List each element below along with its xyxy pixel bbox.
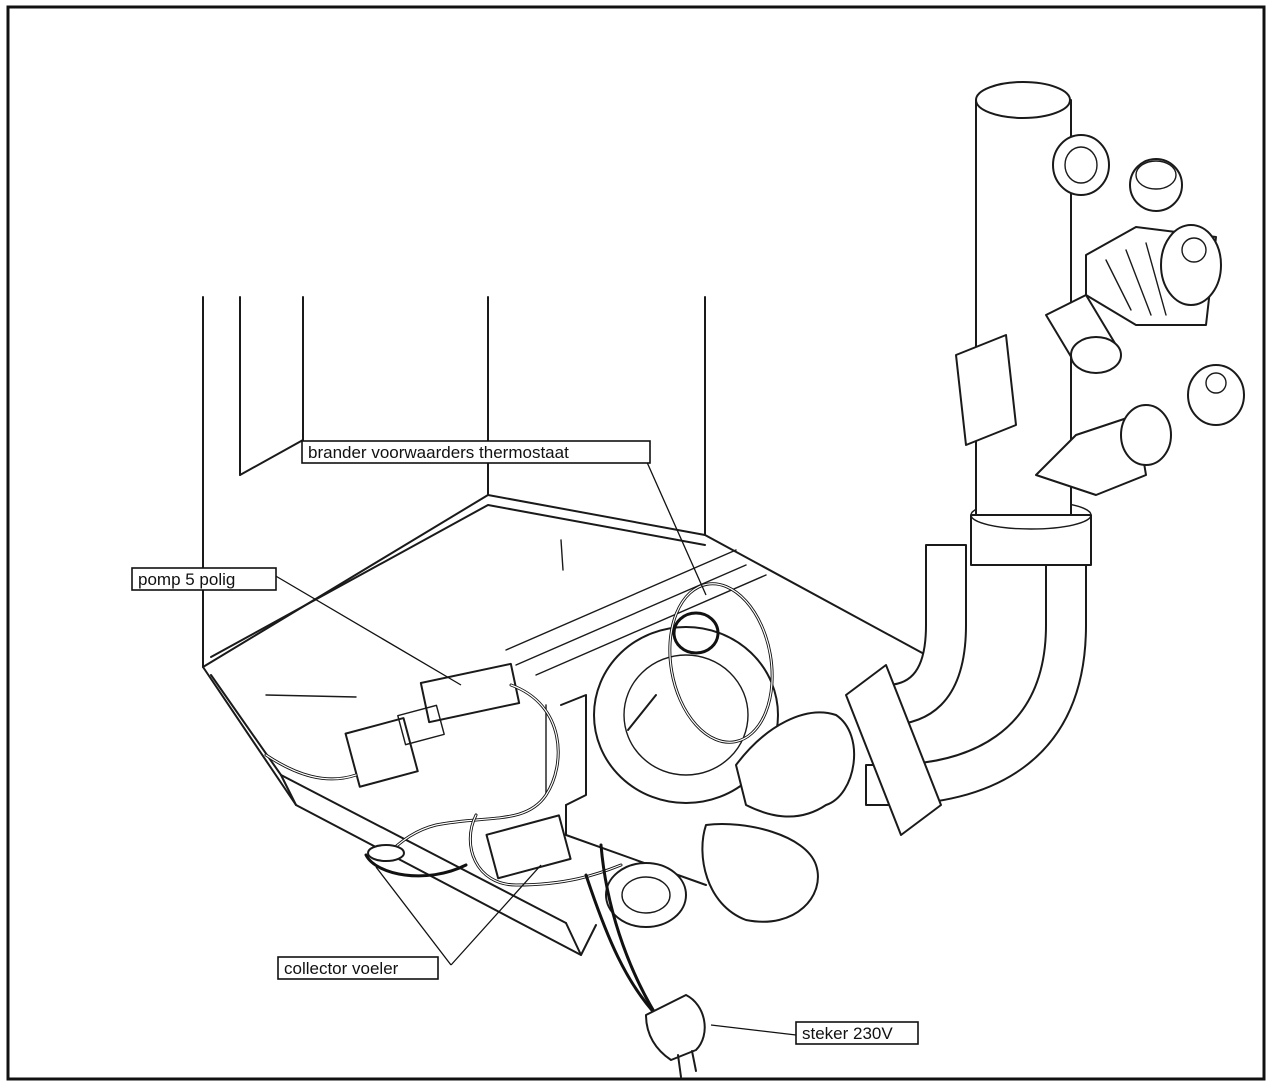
label-steker: steker 230V [795,1021,919,1045]
label-pomp: pomp 5 polig [131,567,277,591]
label-brander: brander voorwaarders thermostaat [301,440,651,464]
collector-sensor [367,844,405,862]
main-pipe [845,81,1245,836]
terminal-block [485,814,572,880]
wiring [264,582,774,1078]
label-steker-text: steker 230V [802,1024,893,1043]
label-collector: collector voeler [277,956,439,980]
label-collector-text: collector voeler [284,959,399,978]
diagram-frame: brander voorwaarders thermostaat pomp 5 … [6,5,1268,1083]
diagram-border [6,5,1266,1081]
wiring-diagram: brander voorwaarders thermostaat pomp 5 … [6,5,1266,1081]
label-brander-text: brander voorwaarders thermostaat [308,443,569,462]
pump-body [593,626,856,928]
plug-icon [645,994,706,1061]
label-pomp-text: pomp 5 polig [138,570,235,589]
boiler-housing [202,296,927,956]
leaders [273,459,797,1036]
pump-connector [419,662,521,724]
